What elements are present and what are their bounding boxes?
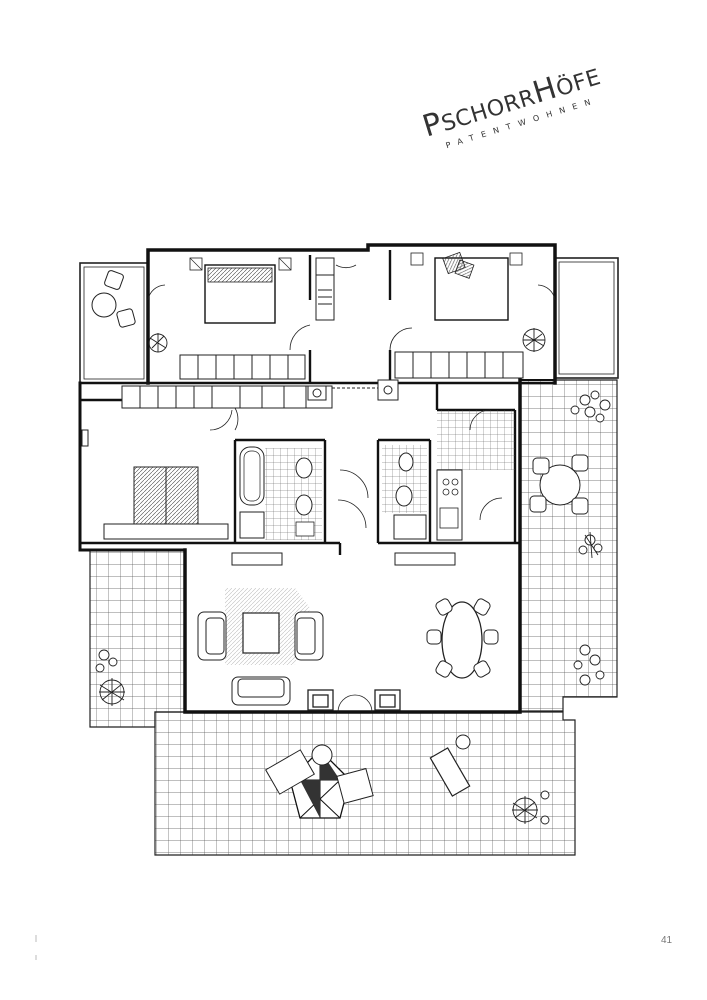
terrace-furniture-east <box>529 454 589 515</box>
page-number: 41 <box>661 935 673 946</box>
tree-icon <box>99 678 125 706</box>
wardrobe-east <box>394 351 524 379</box>
bedroom-east <box>389 251 556 379</box>
balcony-furniture-west <box>91 270 136 328</box>
terrace-west <box>89 549 186 728</box>
fireplace <box>307 689 401 711</box>
terrace-east <box>519 379 618 712</box>
toilet-icon <box>295 457 313 479</box>
shrub-icon <box>578 531 603 559</box>
corridor-doors <box>337 409 503 529</box>
tree-icon <box>148 333 168 353</box>
corridor-shelf <box>315 257 357 321</box>
table-icon <box>441 601 483 679</box>
table-icon <box>91 292 117 318</box>
study-room <box>81 407 239 540</box>
table-icon <box>539 464 581 506</box>
table-icon <box>242 612 280 654</box>
tree-icon <box>522 328 546 352</box>
shrub-icon <box>95 649 118 673</box>
sofa-icon <box>197 611 324 706</box>
shrub-icon <box>570 390 611 423</box>
bathroom-west <box>239 446 322 540</box>
bathtub-icon <box>239 446 265 506</box>
hall-cabinets <box>121 379 399 409</box>
bedroom-west <box>147 257 311 380</box>
shrub-icon <box>573 644 605 686</box>
wardrobe-west <box>179 354 306 380</box>
toilet-icon <box>395 485 413 507</box>
chair-icon <box>426 598 499 678</box>
sunlounger <box>429 747 471 797</box>
bathroom-east <box>382 445 427 540</box>
tree-icon <box>512 790 550 825</box>
terrace-furniture-south <box>264 734 471 819</box>
sink-icon <box>439 507 459 529</box>
sink-icon <box>295 521 315 537</box>
stove-icon <box>442 478 450 486</box>
plants <box>95 328 611 825</box>
exterior-walls <box>78 243 557 714</box>
kitchen <box>436 410 515 541</box>
living-room <box>197 552 499 713</box>
balcony-northeast <box>554 257 619 379</box>
